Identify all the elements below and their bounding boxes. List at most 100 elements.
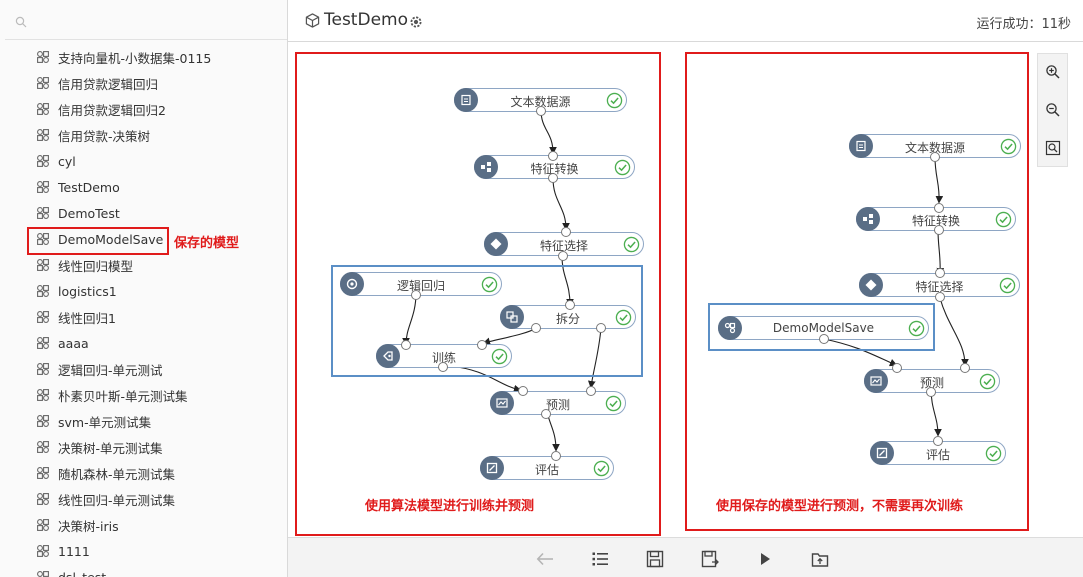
list-item-label: svm-单元测试集: [58, 414, 152, 430]
model-icon: [36, 206, 50, 220]
node-label: 训练: [431, 351, 456, 365]
input-port[interactable]: [565, 300, 575, 310]
list-item[interactable]: dsl_test: [36, 565, 106, 577]
success-check-icon: [605, 395, 622, 416]
output-port[interactable]: [935, 292, 945, 302]
output-port[interactable]: [819, 334, 829, 344]
fit-view-icon[interactable]: [1045, 140, 1061, 156]
list-item[interactable]: 线性回归-单元测试集: [36, 487, 175, 511]
list-item-label: 信用贷款逻辑回归2: [58, 102, 166, 118]
list-item[interactable]: 朴素贝叶斯-单元测试集: [36, 383, 188, 407]
node-label: 特征转换: [530, 162, 579, 176]
input-port[interactable]: [892, 363, 902, 373]
search-input[interactable]: [5, 4, 287, 40]
input-port[interactable]: [935, 268, 945, 278]
input-port[interactable]: [934, 203, 944, 213]
model-icon: [36, 466, 50, 480]
logistic-regression-icon: [340, 272, 364, 296]
output-port[interactable]: [536, 106, 546, 116]
list-item-label: 支持向量机-小数据集-0115: [58, 50, 212, 66]
output-port[interactable]: [531, 323, 541, 333]
model-icon: [36, 362, 50, 376]
node-label: 特征选择: [539, 239, 588, 253]
feature-select-icon: [484, 232, 508, 256]
output-port[interactable]: [541, 409, 551, 419]
input-port[interactable]: [586, 386, 596, 396]
list-item-demomodelsave[interactable]: DemoModelSave: [36, 227, 163, 251]
list-item[interactable]: 线性回归1: [36, 305, 116, 329]
search-icon: [15, 13, 27, 32]
list-item[interactable]: 信用贷款逻辑回归2: [36, 97, 166, 121]
list-item[interactable]: 逻辑回归-单元测试: [36, 357, 163, 381]
input-port[interactable]: [518, 386, 528, 396]
list-item-label: 线性回归模型: [58, 258, 134, 274]
output-port[interactable]: [548, 173, 558, 183]
output-port[interactable]: [558, 251, 568, 261]
input-port[interactable]: [960, 363, 970, 373]
node-train[interactable]: 训练: [376, 344, 512, 368]
input-port[interactable]: [477, 340, 487, 350]
output-port[interactable]: [411, 290, 421, 300]
model-icon: [36, 570, 50, 577]
input-port[interactable]: [933, 436, 943, 446]
zoom-in-icon[interactable]: [1045, 64, 1061, 80]
node-label: 评估: [534, 463, 559, 477]
save-as-icon[interactable]: [700, 549, 720, 569]
list-item[interactable]: 信用贷款逻辑回归: [36, 71, 158, 95]
model-icon: [36, 310, 50, 324]
success-check-icon: [999, 277, 1016, 298]
node-label: 逻辑回归: [396, 279, 445, 293]
gear-icon[interactable]: [409, 14, 423, 33]
model-icon: [36, 232, 50, 246]
undo-icon[interactable]: [535, 549, 555, 569]
output-port[interactable]: [596, 323, 606, 333]
success-check-icon: [623, 236, 640, 257]
list-item[interactable]: aaaa: [36, 331, 89, 355]
list-item-label: 决策树-单元测试集: [58, 440, 163, 456]
node-logistic-regression[interactable]: 逻辑回归: [340, 272, 502, 296]
output-port[interactable]: [926, 387, 936, 397]
output-port[interactable]: [438, 362, 448, 372]
save-icon[interactable]: [645, 549, 665, 569]
list-item[interactable]: 1111: [36, 539, 90, 563]
list-icon[interactable]: [590, 549, 610, 569]
node-split[interactable]: 拆分: [500, 305, 636, 329]
list-item[interactable]: 决策树-单元测试集: [36, 435, 163, 459]
model-icon: [36, 414, 50, 428]
list-item[interactable]: 线性回归模型: [36, 253, 133, 277]
node-label: DemoModelSave: [772, 321, 875, 335]
list-item[interactable]: 信用贷款-决策树: [36, 123, 150, 147]
list-item[interactable]: TestDemo: [36, 175, 120, 199]
list-item[interactable]: cyl: [36, 149, 76, 173]
list-item[interactable]: 决策树-iris: [36, 513, 119, 537]
feature-transform-icon: [474, 155, 498, 179]
node-evaluate[interactable]: 评估: [480, 456, 614, 480]
output-port[interactable]: [934, 225, 944, 235]
list-item-label: 1111: [58, 543, 90, 559]
list-item[interactable]: svm-单元测试集: [36, 409, 151, 433]
input-port[interactable]: [548, 151, 558, 161]
training-group-frame: [331, 265, 643, 377]
list-item-label: 朴素贝叶斯-单元测试集: [58, 388, 188, 404]
list-item-label: TestDemo: [58, 179, 120, 195]
input-port[interactable]: [551, 451, 561, 461]
zoom-out-icon[interactable]: [1045, 102, 1061, 118]
workflow-canvas[interactable]: 文本数据源 特征转换 特征选择 逻辑回归 拆分: [288, 42, 1083, 537]
list-item[interactable]: 随机森林-单元测试集: [36, 461, 175, 485]
feature-select-icon: [859, 273, 883, 297]
run-icon[interactable]: [755, 549, 775, 569]
list-item-label: aaaa: [58, 335, 89, 351]
node-label: 文本数据源: [510, 95, 571, 109]
input-port[interactable]: [561, 227, 571, 237]
list-item[interactable]: 支持向量机-小数据集-0115: [36, 45, 211, 69]
input-port[interactable]: [401, 340, 411, 350]
page-title: TestDemo: [324, 10, 408, 30]
model-sidebar: 支持向量机-小数据集-0115 信用贷款逻辑回归 信用贷款逻辑回归2 信用贷款-…: [0, 0, 288, 577]
node-predict[interactable]: 预测: [490, 391, 626, 415]
export-icon[interactable]: [810, 549, 830, 569]
list-item[interactable]: logistics1: [36, 279, 117, 303]
model-icon: [36, 76, 50, 90]
list-item[interactable]: DemoTest: [36, 201, 120, 225]
predict-icon: [864, 369, 888, 393]
output-port[interactable]: [930, 152, 940, 162]
